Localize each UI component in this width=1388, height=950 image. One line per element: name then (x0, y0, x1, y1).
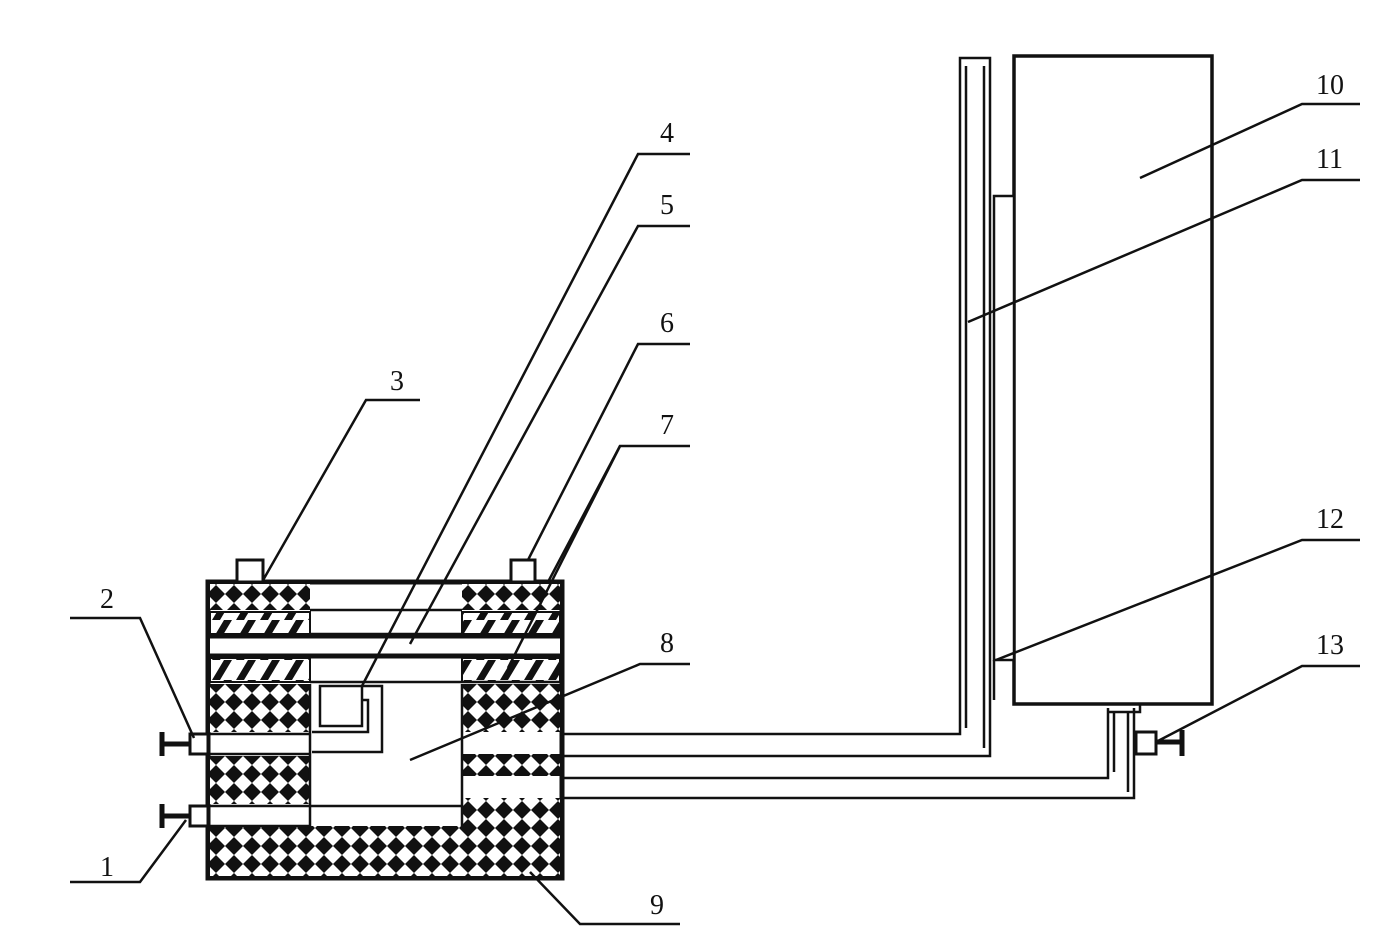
valve-1 (159, 804, 210, 828)
hatched-layer-left-2 (209, 657, 311, 683)
label-5: 5 (660, 190, 674, 221)
labels: 1 2 3 4 5 6 7 8 9 10 11 12 13 (100, 70, 1344, 921)
top-knob-6 (509, 558, 537, 584)
column-body (1012, 54, 1214, 706)
column (992, 54, 1214, 714)
tubing (560, 56, 1136, 800)
label-7: 7 (660, 410, 674, 441)
label-2: 2 (100, 584, 114, 615)
reactor-block (205, 558, 565, 881)
channel (210, 636, 560, 656)
label-4: 4 (660, 118, 674, 149)
hatched-layer-right (461, 611, 561, 635)
top-knob-3 (235, 558, 265, 584)
top-layer-left (210, 584, 310, 610)
label-3: 3 (390, 366, 404, 397)
label-10: 10 (1316, 70, 1344, 101)
valve-13 (1134, 730, 1185, 756)
base-right-block (462, 798, 560, 828)
label-8: 8 (660, 628, 674, 659)
label-1: 1 (100, 852, 114, 883)
label-13: 13 (1316, 630, 1344, 661)
label-9: 9 (650, 890, 664, 921)
column-side-strip (992, 194, 1016, 662)
label-6: 6 (660, 308, 674, 339)
valve-2 (159, 732, 210, 756)
base-layer (210, 826, 560, 876)
label-12: 12 (1316, 504, 1344, 535)
right-wall-upper (462, 684, 560, 732)
left-wall-upper (210, 684, 310, 732)
sensor-block (318, 684, 364, 728)
right-wall-mid (462, 754, 560, 776)
left-wall-lower (210, 756, 310, 804)
top-layer-right (462, 584, 560, 610)
label-11: 11 (1316, 144, 1343, 175)
hatched-layer-left (209, 611, 311, 635)
leader-lines (70, 102, 1360, 926)
